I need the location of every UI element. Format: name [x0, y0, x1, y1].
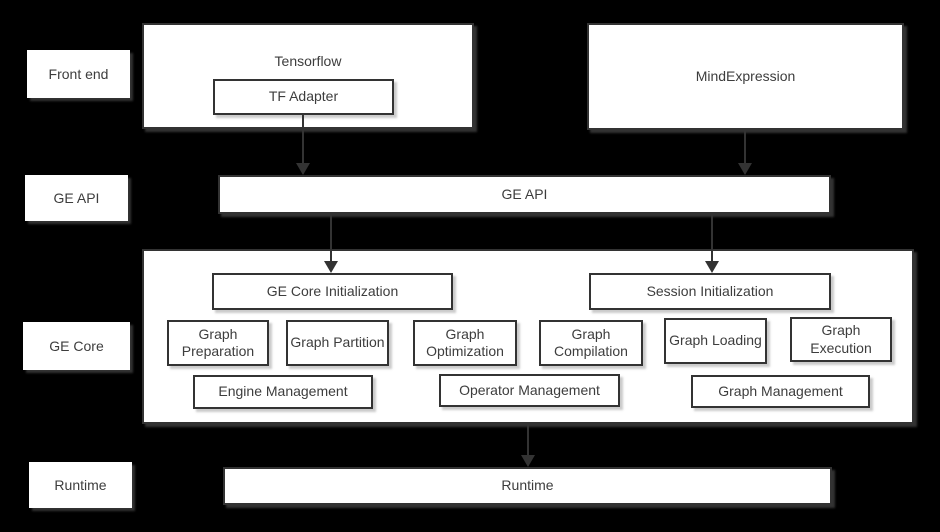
arrow-mindexpression-to-ge-api — [738, 130, 752, 175]
ge-api-bar: GE API — [218, 175, 831, 214]
mindexpression-box: MindExpression — [587, 23, 904, 130]
stage-box-graph-execution: Graph Execution — [790, 317, 892, 362]
tensorflow-label: Tensorflow — [274, 53, 342, 69]
arrow-shaft — [744, 130, 746, 164]
row-label-ge-core: GE Core — [23, 322, 130, 370]
arrow-head-icon — [296, 163, 310, 175]
row-label-runtime: Runtime — [29, 462, 132, 508]
graph-management-box: Graph Management — [691, 375, 870, 408]
tf-adapter-box: TF Adapter — [213, 79, 394, 115]
arrow-shaft — [302, 115, 304, 164]
engine-management-box: Engine Management — [193, 375, 373, 409]
arrow-shaft — [711, 214, 713, 262]
stage-box-graph-compilation: Graph Compilation — [539, 320, 643, 366]
arrow-ge-api-to-ge-core-initialization — [324, 214, 338, 273]
stage-box-graph-loading: Graph Loading — [664, 318, 767, 364]
stage-box-graph-optimization: Graph Optimization — [413, 320, 517, 366]
arrow-ge-core-to-runtime — [521, 424, 535, 467]
runtime-bar: Runtime — [223, 467, 832, 505]
arrow-head-icon — [324, 261, 338, 273]
stage-box-graph-partition: Graph Partition — [286, 320, 389, 366]
ge-core-initialization-box: GE Core Initialization — [212, 273, 453, 310]
row-label-front-end: Front end — [27, 50, 130, 98]
arrow-shaft — [527, 424, 529, 456]
arrow-ge-api-to-session-initialization — [705, 214, 719, 273]
stage-box-graph-preparation: Graph Preparation — [167, 320, 269, 366]
row-label-ge-api: GE API — [25, 175, 128, 221]
session-initialization-box: Session Initialization — [589, 273, 831, 310]
arrow-head-icon — [705, 261, 719, 273]
operator-management-box: Operator Management — [439, 374, 620, 407]
arrow-head-icon — [521, 455, 535, 467]
arrow-head-icon — [738, 163, 752, 175]
arrow-tf-adapter-to-ge-api — [296, 115, 310, 175]
arrow-shaft — [330, 214, 332, 262]
